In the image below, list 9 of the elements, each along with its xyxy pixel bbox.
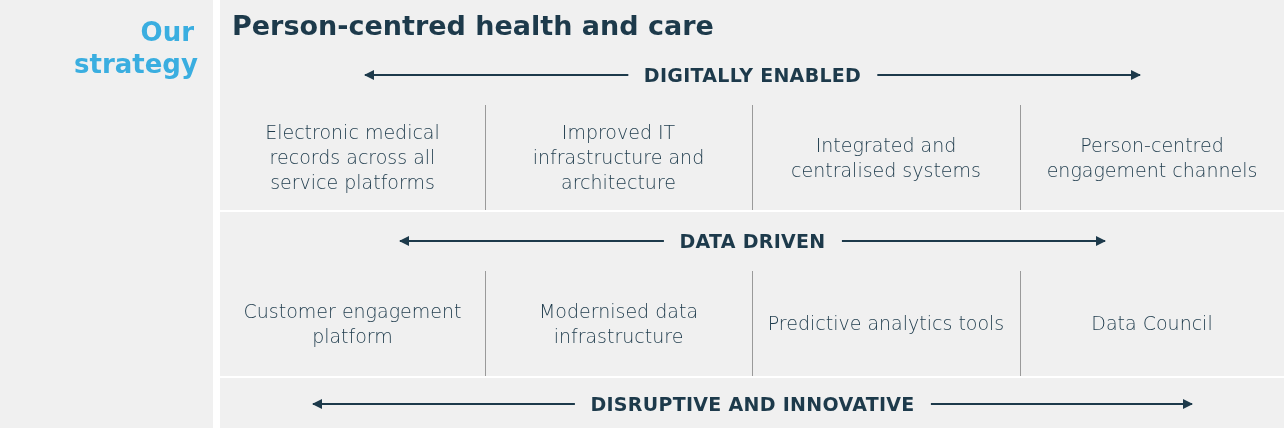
- table-cell-text: Integrated and centralised systems: [790, 132, 982, 183]
- table-cell-text: Customer engagement platform: [242, 298, 463, 349]
- table-cell-text: Improved IT infrastructure and architecture: [531, 120, 706, 195]
- table-cell-text: Electronic medical records across all service platforms: [264, 120, 441, 195]
- title: Person-centred health and care: [232, 10, 714, 41]
- table-cell-text: Data Council: [1091, 311, 1213, 336]
- table-cell-text: Person-centred engagement channels: [1045, 132, 1259, 183]
- table-cell-text: Predictive analytics tools: [767, 311, 1005, 336]
- table-cell-text: Modernised data infrastructure: [537, 298, 700, 349]
